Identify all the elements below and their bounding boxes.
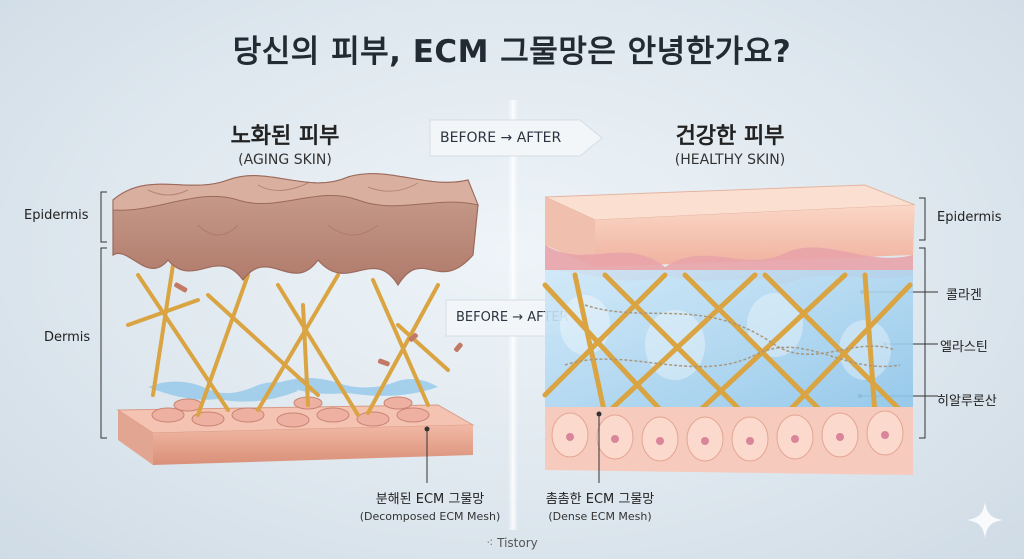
epidermis-label-right: Epidermis [937, 210, 1002, 225]
page-title: 당신의 피부, ECM 그물망은 안녕한가요? [232, 34, 792, 70]
dermis-label-left: Dermis [44, 330, 91, 345]
right-brackets [919, 197, 926, 439]
left-caption-pointer [424, 426, 430, 483]
footer-text: Tistory [497, 536, 538, 550]
right-caption-subtitle: (Dense ECM Mesh) [548, 510, 652, 523]
left-caption-subtitle: (Decomposed ECM Mesh) [359, 510, 501, 523]
left-caption-title: 분해된 ECM 그물망 [375, 492, 485, 507]
left-caption: 분해된 ECM 그물망 (Decomposed ECM Mesh) [355, 488, 505, 523]
epidermis-label-left: Epidermis [24, 208, 89, 223]
healthy-skin-title: 건강한 피부 [675, 124, 785, 149]
left-brackets [100, 191, 107, 439]
aging-skin-title: 노화된 피부 [230, 124, 340, 149]
aging-skin-subtitle: (AGING SKIN) [238, 152, 332, 168]
healthy-skin-illustration [542, 184, 916, 475]
aging-skin-heading: 노화된 피부 (AGING SKIN) [205, 118, 365, 168]
healthy-skin-heading: 건강한 피부 (HEALTHY SKIN) [640, 118, 820, 168]
hyaluronic-acid-label: 히알루론산 [937, 394, 997, 409]
collagen-label: 콜라겐 [946, 288, 982, 303]
right-caption-pointer [596, 411, 602, 483]
healthy-skin-subtitle: (HEALTHY SKIN) [674, 152, 786, 168]
right-caption: 촘촘한 ECM 그물망 (Dense ECM Mesh) [525, 488, 675, 523]
right-caption-title: 촘촘한 ECM 그물망 [545, 492, 655, 507]
before-after-text-top: BEFORE → AFTER [440, 130, 562, 146]
before-after-text-middle: BEFORE → AFTER [456, 310, 569, 325]
aging-skin-illustration [112, 173, 479, 465]
elastin-label: 엘라스틴 [940, 340, 988, 355]
tistory-logo-icon: ⁖ [486, 536, 494, 550]
before-after-arrow-top: BEFORE → AFTER [429, 119, 603, 157]
sparkle-icon [967, 502, 1003, 538]
footer: ⁖ Tistory [0, 536, 1024, 550]
